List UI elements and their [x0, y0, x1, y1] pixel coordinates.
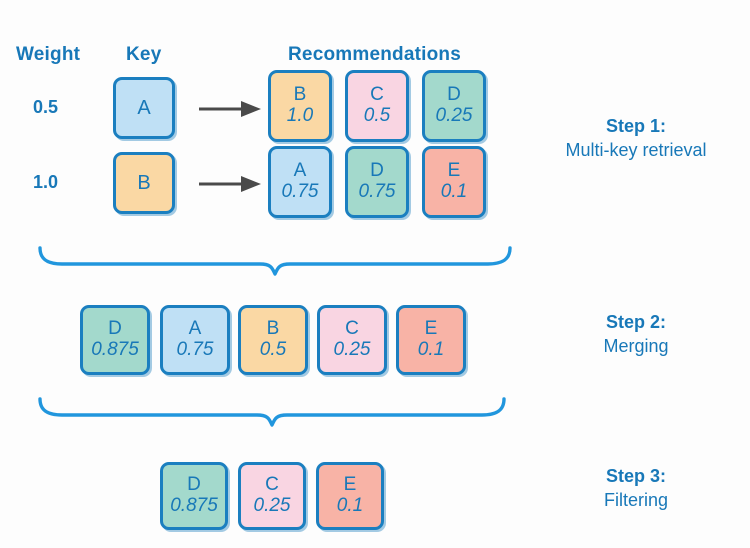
recommendation-box-r2-c1[interactable]: A 0.75 — [268, 146, 332, 218]
step-3-subtitle: Filtering — [603, 490, 669, 511]
column-header-weight: Weight — [16, 44, 81, 65]
step-caption-1: Step 1: Multi-key retrieval — [528, 114, 744, 163]
column-header-key: Key — [126, 44, 162, 65]
filtered-id: C — [265, 474, 279, 496]
merged-score: 0.1 — [417, 339, 445, 361]
arrow-row-1 — [199, 101, 261, 117]
filtered-score: 0.25 — [253, 495, 291, 517]
key-box-row-2[interactable]: B — [113, 152, 175, 214]
merged-id: A — [188, 318, 202, 340]
recommendation-score: 0.75 — [281, 181, 319, 203]
merged-score: 0.5 — [259, 339, 287, 361]
recommendation-id: E — [447, 160, 461, 182]
step-caption-3: Step 3: Filtering — [528, 464, 744, 513]
arrow-row-2 — [199, 176, 261, 192]
merged-box-4[interactable]: C 0.25 — [317, 305, 387, 375]
key-id-row-1: A — [137, 96, 151, 119]
filtered-score: 0.875 — [170, 495, 218, 517]
recommendation-id: B — [293, 84, 307, 106]
key-id-row-2: B — [137, 171, 151, 194]
recommendation-box-r2-c2[interactable]: D 0.75 — [345, 146, 409, 218]
recommendation-box-r1-c2[interactable]: C 0.5 — [345, 70, 409, 142]
step-3-title: Step 3: — [605, 466, 666, 486]
column-header-recommendations: Recommendations — [288, 44, 461, 65]
weight-value-row-2: 1.0 — [33, 172, 59, 192]
filtered-id: D — [187, 474, 201, 496]
brace-connector-1 — [38, 246, 512, 276]
recommendation-id: C — [370, 84, 384, 106]
merged-score: 0.25 — [333, 339, 371, 361]
recommendation-box-r1-c1[interactable]: B 1.0 — [268, 70, 332, 142]
merged-score: 0.875 — [91, 339, 139, 361]
step-1-subtitle: Multi-key retrieval — [565, 140, 707, 161]
step-caption-2: Step 2: Merging — [528, 310, 744, 359]
step-2-title: Step 2: — [605, 312, 666, 332]
merged-box-1[interactable]: D 0.875 — [80, 305, 150, 375]
recommendation-score: 1.0 — [286, 105, 314, 127]
filtered-id: E — [343, 474, 357, 496]
recommendation-box-r1-c3[interactable]: D 0.25 — [422, 70, 486, 142]
filtered-score: 0.1 — [336, 495, 364, 517]
weight-value-row-1: 0.5 — [33, 97, 59, 117]
merged-id: D — [108, 318, 122, 340]
merged-box-2[interactable]: A 0.75 — [160, 305, 230, 375]
filtered-box-2[interactable]: C 0.25 — [238, 462, 306, 530]
key-box-row-1[interactable]: A — [113, 77, 175, 139]
filtered-box-3[interactable]: E 0.1 — [316, 462, 384, 530]
recommendation-id: D — [447, 84, 461, 106]
filtered-box-1[interactable]: D 0.875 — [160, 462, 228, 530]
merged-box-5[interactable]: E 0.1 — [396, 305, 466, 375]
recommendation-id: D — [370, 160, 384, 182]
recommendation-id: A — [293, 160, 307, 182]
step-1-title: Step 1: — [605, 116, 666, 136]
merged-score: 0.75 — [176, 339, 214, 361]
merged-box-3[interactable]: B 0.5 — [238, 305, 308, 375]
merged-id: C — [345, 318, 359, 340]
merged-id: B — [266, 318, 280, 340]
step-2-subtitle: Merging — [603, 336, 669, 357]
merged-id: E — [424, 318, 438, 340]
recommendation-score: 0.75 — [358, 181, 396, 203]
recommendation-score: 0.25 — [435, 105, 473, 127]
recommendation-score: 0.5 — [363, 105, 391, 127]
recommendation-box-r2-c3[interactable]: E 0.1 — [422, 146, 486, 218]
brace-connector-2 — [38, 397, 506, 427]
recommendation-score: 0.1 — [440, 181, 468, 203]
